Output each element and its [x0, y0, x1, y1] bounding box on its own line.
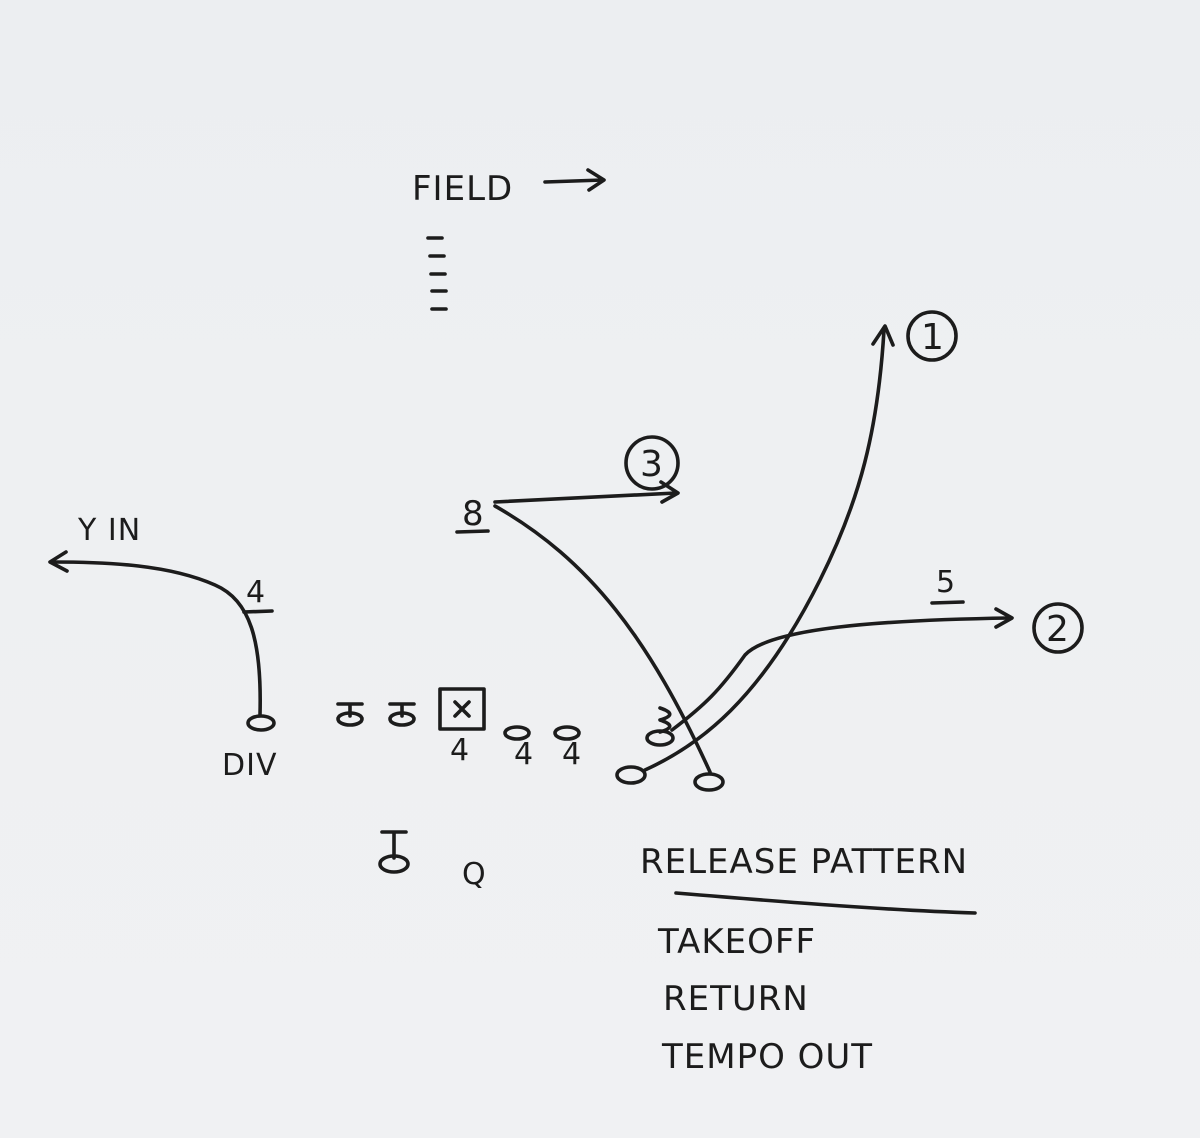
receiver-div-player — [246, 714, 276, 732]
center-x — [453, 700, 471, 718]
route-8-crossing — [493, 504, 712, 774]
field-label: FIELD — [412, 169, 513, 209]
field-arrowhead — [586, 168, 606, 192]
release-item-return: RETURN — [663, 979, 809, 1019]
line-mark-3: 4 — [562, 737, 582, 772]
y-in-arrowhead — [48, 550, 69, 573]
circled-3-label: 3 — [640, 444, 664, 485]
motion-spring — [658, 706, 672, 734]
receiver-inner — [615, 765, 647, 785]
back-stem — [380, 830, 408, 860]
release-item-takeoff: TAKEOFF — [657, 922, 816, 962]
field-arrow — [543, 178, 605, 184]
hash-marks — [426, 236, 448, 311]
line-mark-2: 4 — [514, 737, 534, 772]
route-to-2 — [670, 616, 1012, 732]
y-in-label: Y IN — [77, 513, 141, 548]
circled-3 — [624, 435, 680, 491]
receiver-8-label: 8 — [462, 494, 485, 534]
route-to-1 — [643, 328, 886, 772]
div-label: DIV — [222, 748, 277, 783]
receiver-5-label: 5 — [936, 565, 956, 600]
receiver-4-underline — [242, 609, 274, 614]
route-1-arrowhead — [871, 324, 895, 347]
release-title-underline — [674, 891, 977, 915]
release-title: RELEASE PATTERN — [640, 842, 968, 882]
route-8-to-3 — [493, 491, 678, 504]
offensive-line — [336, 687, 581, 741]
circled-2 — [1032, 602, 1084, 654]
y-in-route — [50, 560, 263, 717]
route-2-arrowhead — [994, 607, 1014, 629]
receiver-8-underline — [455, 529, 490, 534]
circled-2-label: 2 — [1046, 609, 1070, 650]
circled-1 — [906, 310, 958, 362]
center-box — [438, 687, 486, 731]
back-player — [378, 854, 410, 874]
qb-label: Q — [462, 857, 487, 892]
release-item-tempo-out: TEMPO OUT — [661, 1037, 873, 1077]
receiver-outer — [693, 772, 725, 792]
line-mark-1: 4 — [450, 733, 470, 768]
circled-1-label: 1 — [921, 317, 945, 358]
receiver-slot — [645, 729, 675, 747]
receiver-4-label: 4 — [246, 575, 266, 610]
receiver-5-underline — [930, 600, 965, 605]
